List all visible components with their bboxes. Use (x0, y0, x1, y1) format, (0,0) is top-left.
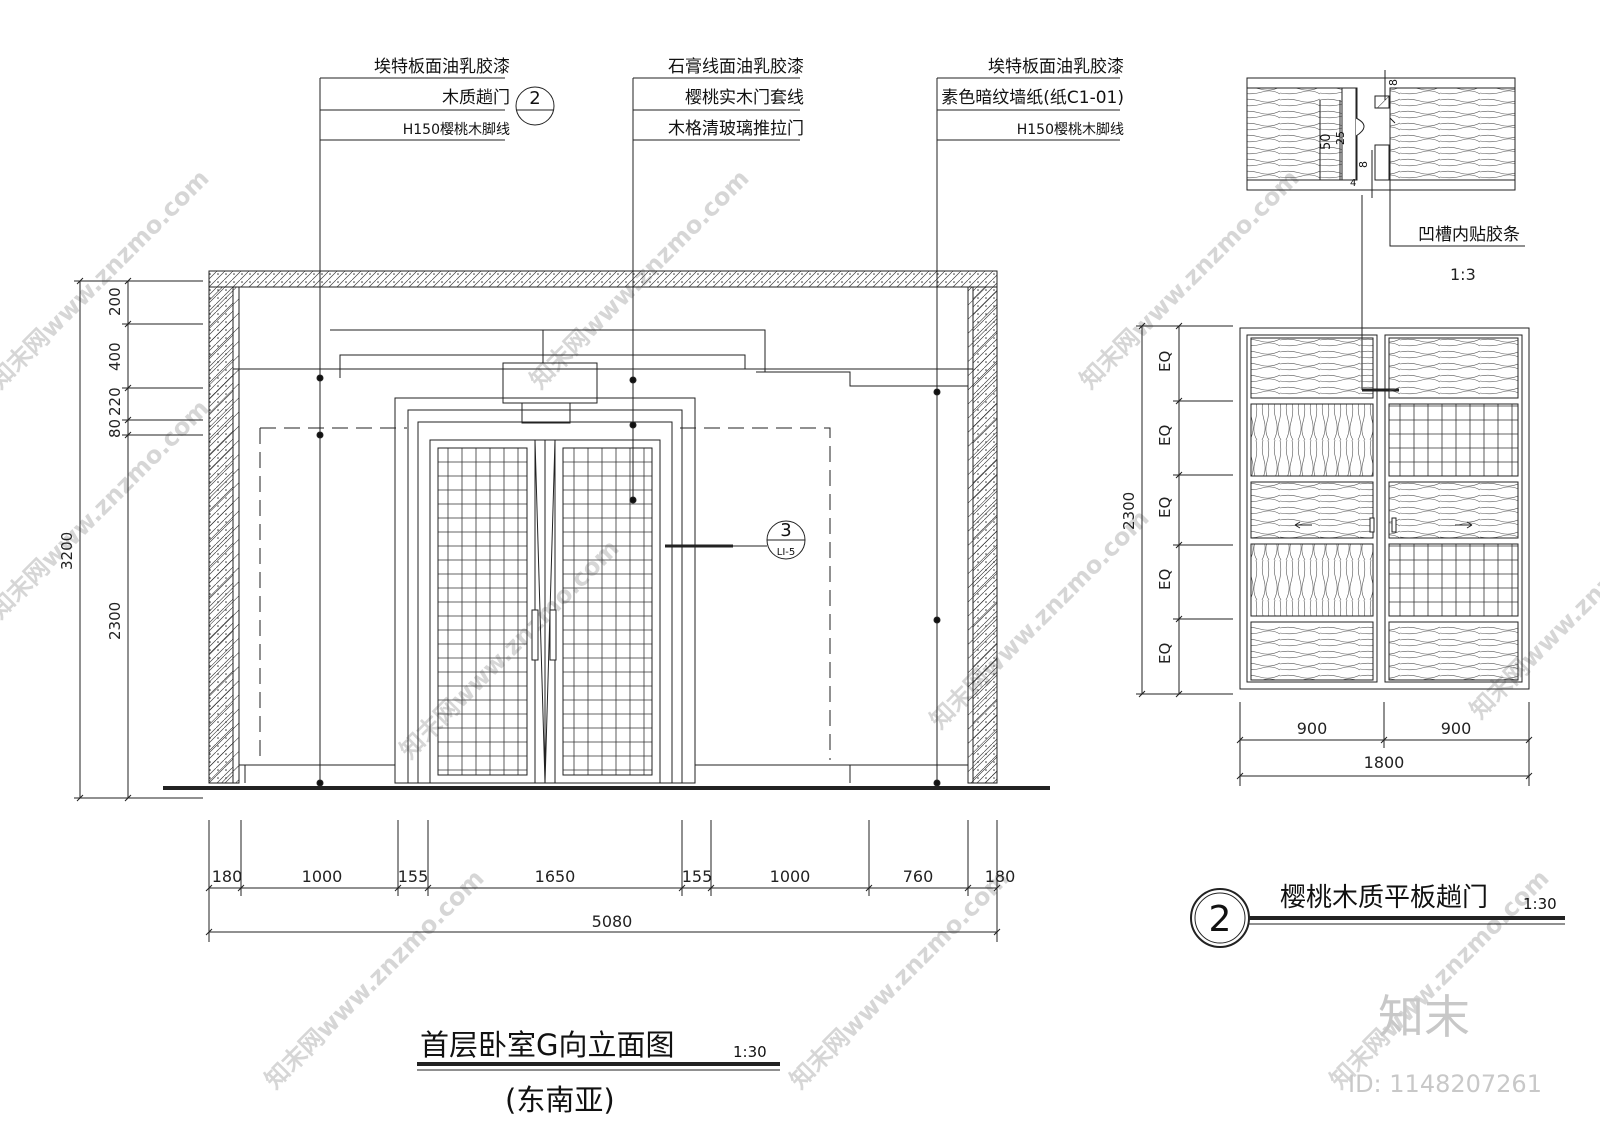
detail-dim: 8 (1387, 79, 1400, 86)
main-title: 首层卧室G向立面图 (420, 1028, 674, 1062)
dim-horizontal: 180 (212, 867, 243, 886)
dim-horizontal: 155 (398, 867, 429, 886)
watermark-logo: 知末 (1378, 990, 1470, 1044)
main-scale: 1:30 (733, 1043, 767, 1061)
callout-text: 木格清玻璃推拉门 (668, 119, 804, 139)
main-callouts: 埃特板面油乳胶漆 木质趟门 H150樱桃木脚线 石膏线面油乳胶漆 樱桃实木门套线… (374, 56, 1124, 558)
dim-vertical: 3200 (58, 532, 76, 570)
dim-horizontal: 1000 (302, 867, 343, 886)
detail-dim: 4 (1350, 178, 1356, 189)
door-handle-right (550, 610, 556, 660)
detail-callout: 凹槽内贴胶条 (1418, 225, 1520, 245)
right-wall (968, 287, 997, 783)
detail-dim: 50 (1319, 133, 1334, 150)
callout-text: 埃特板面油乳胶漆 (374, 57, 510, 77)
door-title-number: 2 (1209, 899, 1232, 940)
door-dim-width: 900 (1297, 719, 1328, 738)
detail-ref-2: 2 (529, 88, 540, 109)
watermark-text: 知末网www.znzmo.com (924, 504, 1154, 734)
joint-detail (1247, 70, 1525, 390)
left-wall (209, 287, 239, 783)
door-dim-total: 1800 (1364, 753, 1405, 772)
main-elevation (74, 78, 1120, 1070)
door-dim-eq: EQ (1156, 497, 1174, 518)
detail-dim: 8 (1357, 161, 1370, 168)
door-dim-width: 900 (1441, 719, 1472, 738)
callout-text: H150樱桃木脚线 (403, 121, 510, 138)
door-title: 樱桃木质平板趟门 (1280, 883, 1488, 913)
dim-horizontal: 180 (985, 867, 1016, 886)
joint-detail-text: 8 50 25 8 4 凹槽内贴胶条 1:3 (1319, 79, 1520, 284)
watermark-id: ID: 1148207261 (1348, 1070, 1542, 1098)
door-dim-eq: EQ (1156, 351, 1174, 372)
dim-vertical: 200 (106, 287, 124, 316)
detail-ref-3: 3 (780, 520, 791, 541)
watermark-text: 知末网www.znzmo.com (784, 864, 1014, 1094)
detail-ref-3-sub: LI-5 (777, 547, 796, 558)
callout-text: 石膏线面油乳胶漆 (668, 56, 804, 77)
dim-horizontal: 760 (903, 867, 934, 886)
dim-vertical: 80 (106, 419, 124, 438)
door-elevation-text: EQ EQ EQ EQ EQ 2300 900 900 1800 2 樱桃木质平… (1120, 351, 1557, 940)
detail-scale: 1:3 (1450, 265, 1476, 284)
dim-horizontal: 1650 (535, 867, 576, 886)
door-dim-eq: EQ (1156, 425, 1174, 446)
callout-text: 樱桃实木门套线 (685, 88, 804, 108)
dim-vertical: 400 (106, 342, 124, 371)
door-elevation (1136, 323, 1565, 947)
callout-text: 素色暗纹墙纸(纸C1-01) (941, 88, 1124, 108)
dim-horizontal: 1000 (770, 867, 811, 886)
dim-total: 5080 (592, 912, 633, 931)
main-subtitle: (东南亚) (505, 1083, 615, 1117)
door-handle-left (532, 610, 538, 660)
main-dimensions: 200 400 80 220 2300 3200 180 1000 155 16… (58, 287, 1015, 931)
door-dim-eq: EQ (1156, 569, 1174, 590)
callout-text: 埃特板面油乳胶漆 (988, 57, 1124, 77)
door-dim-height: 2300 (1120, 492, 1138, 530)
dim-vertical: 2300 (106, 602, 124, 640)
dim-horizontal: 155 (682, 867, 713, 886)
dim-vertical: 220 (106, 387, 124, 416)
main-title-block: 首层卧室G向立面图 1:30 (东南亚) (420, 1028, 767, 1117)
callout-text: H150樱桃木脚线 (1017, 121, 1124, 138)
callout-text: 木质趟门 (442, 88, 510, 108)
door-dim-eq: EQ (1156, 643, 1174, 664)
detail-dim: 25 (1334, 131, 1347, 145)
door-scale: 1:30 (1523, 895, 1557, 913)
